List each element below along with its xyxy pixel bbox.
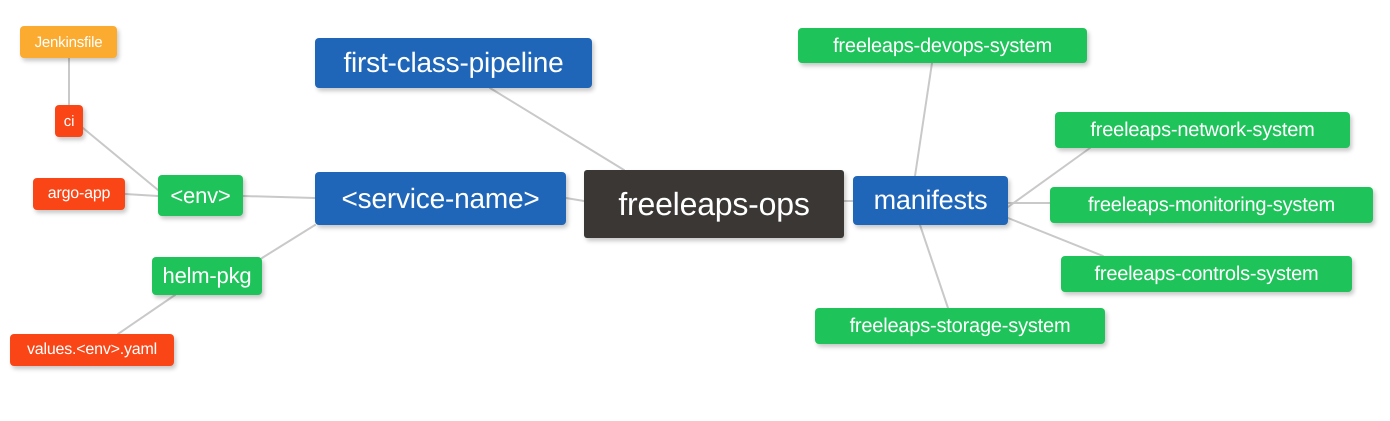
mindmap-edge-manifests-to-storage-system — [919, 224, 949, 309]
mindmap-edge-service-name-to-helm-pkg — [261, 224, 316, 259]
mindmap-edge-helm-pkg-to-values-yaml — [117, 294, 176, 335]
mindmap-edge-devops-system-to-manifests — [914, 62, 933, 177]
mindmap-node-values-yaml[interactable]: values.<env>.yaml — [10, 334, 174, 366]
mindmap-node-jenkinsfile[interactable]: Jenkinsfile — [20, 26, 117, 58]
mindmap-edge-env-to-service-name — [242, 195, 316, 199]
mindmap-node-storage-system[interactable]: freeleaps-storage-system — [815, 308, 1105, 344]
mindmap-node-freeleaps-ops[interactable]: freeleaps-ops — [584, 170, 844, 238]
mindmap-node-network-system[interactable]: freeleaps-network-system — [1055, 112, 1350, 148]
mindmap-node-controls-system[interactable]: freeleaps-controls-system — [1061, 256, 1352, 292]
mindmap-edge-argo-app-to-env — [124, 193, 159, 197]
mindmap-node-service-name[interactable]: <service-name> — [315, 172, 566, 225]
mindmap-edge-service-name-to-freeleaps-ops — [565, 197, 585, 202]
mindmap-node-devops-system[interactable]: freeleaps-devops-system — [798, 28, 1087, 63]
mindmap-node-first-class-pipeline[interactable]: first-class-pipeline — [315, 38, 592, 88]
mindmap-node-helm-pkg[interactable]: helm-pkg — [152, 257, 262, 295]
mindmap-node-ci[interactable]: ci — [55, 105, 83, 137]
mindmap-node-monitoring-system[interactable]: freeleaps-monitoring-system — [1050, 187, 1373, 223]
mindmap-edge-manifests-to-controls-system — [1007, 217, 1104, 257]
mindmap-node-env[interactable]: <env> — [158, 175, 243, 216]
mindmap-edge-first-class-pipeline-to-freeleaps-ops — [489, 87, 625, 171]
mindmap-node-manifests[interactable]: manifests — [853, 176, 1008, 225]
mindmap-node-argo-app[interactable]: argo-app — [33, 178, 125, 210]
